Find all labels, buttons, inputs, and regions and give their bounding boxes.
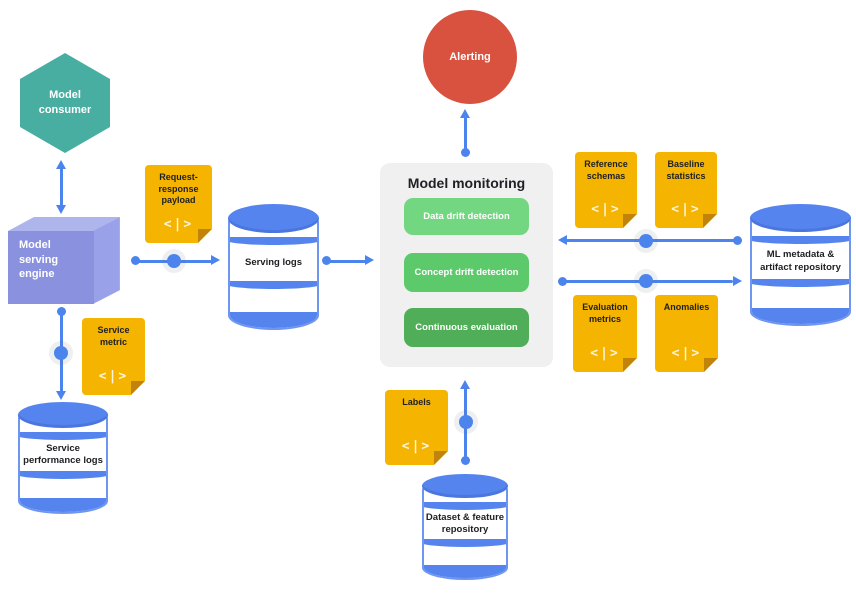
arrowhead-right-icon — [211, 255, 220, 265]
arrowhead-right-icon — [365, 255, 374, 265]
connector-dot — [733, 236, 742, 245]
connector-dot — [167, 254, 181, 268]
connector-dot — [131, 256, 140, 265]
artifact-label: Evaluation metrics — [582, 302, 628, 324]
connector-dot — [57, 307, 66, 316]
capability-concept-drift-detection: Concept drift detection — [404, 253, 529, 292]
model-monitoring-panel: Model monitoring Data drift detection Co… — [380, 163, 553, 367]
service-performance-logs-label: Service performance logs — [23, 442, 103, 467]
artifact-anomalies: Anomalies <|> — [655, 295, 718, 372]
artifact-label: Request-response payload — [158, 172, 199, 206]
db-cylinder-top — [228, 204, 319, 233]
connector-line — [60, 168, 63, 206]
note-fold-corner — [623, 358, 637, 372]
arrowhead-up-icon — [460, 109, 470, 118]
note-fold-corner — [704, 358, 718, 372]
artifact-baseline-statistics: Baseline statistics <|> — [655, 152, 717, 228]
connector-dot — [54, 346, 68, 360]
arrowhead-left-icon — [558, 235, 567, 245]
db-bottom-cap — [752, 308, 849, 325]
artifact-request-response-payload: Request-response payload <|> — [145, 165, 212, 243]
db-stripe — [230, 281, 317, 290]
code-icon: <|> — [671, 202, 701, 217]
artifact-label: Reference schemas — [584, 159, 628, 181]
connector-line — [327, 260, 366, 263]
arrowhead-down-icon — [56, 391, 66, 400]
artifact-label: Baseline statistics — [666, 159, 706, 181]
db-stripe — [424, 539, 506, 548]
db-ml-metadata-artifact-repository: ML metadata & artifact repository — [750, 204, 851, 326]
arrowhead-up-icon — [460, 380, 470, 389]
model-consumer-label: Model consumer — [38, 88, 92, 116]
connector-line — [464, 117, 467, 150]
db-bottom-cap — [20, 497, 106, 513]
db-stripe — [230, 237, 317, 246]
alerting-node: Alerting — [423, 10, 517, 104]
db-cylinder-top — [18, 402, 108, 428]
db-cylinder-top — [422, 474, 508, 499]
db-stripe — [424, 502, 506, 511]
capability-data-drift-detection: Data drift detection — [404, 198, 529, 235]
code-icon: <|> — [401, 439, 432, 454]
db-cylinder-body: ML metadata & artifact repository — [750, 217, 851, 326]
db-serving-logs: Serving logs — [228, 204, 319, 330]
db-dataset-feature-repository: Dataset & feature repository — [422, 474, 508, 580]
db-stripe — [20, 470, 106, 479]
serving-logs-label: Serving logs — [244, 257, 302, 269]
db-stripe — [752, 236, 849, 245]
model-consumer-node: Model consumer — [20, 53, 110, 153]
capability-continuous-evaluation: Continuous evaluation — [404, 308, 529, 347]
dataset-feature-repo-label: Dataset & feature repository — [425, 511, 505, 536]
arrowhead-right-icon — [733, 276, 742, 286]
db-service-performance-logs: Service performance logs — [18, 402, 108, 514]
db-cylinder-body: Dataset & feature repository — [422, 485, 508, 580]
note-fold-corner — [434, 451, 448, 465]
connector-dot — [558, 277, 567, 286]
artifact-service-metric: Service metric <|> — [82, 318, 145, 395]
connector-dot — [639, 274, 653, 288]
model-monitoring-title: Model monitoring — [407, 175, 526, 191]
cube-side-face — [93, 217, 120, 304]
artifact-evaluation-metrics: Evaluation metrics <|> — [573, 295, 637, 372]
artifact-label: Service metric — [97, 325, 130, 347]
arrowhead-up-icon — [56, 160, 66, 169]
connector-dot — [461, 456, 470, 465]
connector-dot — [322, 256, 331, 265]
db-cylinder-body: Serving logs — [228, 217, 319, 330]
alerting-label: Alerting — [449, 51, 491, 63]
connector-dot — [461, 148, 470, 157]
note-fold-corner — [703, 214, 717, 228]
code-icon: <|> — [671, 346, 702, 361]
code-icon: <|> — [591, 202, 621, 217]
artifact-labels: Labels <|> — [385, 390, 448, 465]
artifact-label: Anomalies — [663, 302, 710, 312]
model-serving-engine-label: Model serving engine — [19, 239, 59, 281]
ml-metadata-repo-label: ML metadata & artifact repository — [760, 249, 841, 273]
cube-front-face: Model serving engine — [8, 231, 94, 304]
db-cylinder-top — [750, 204, 851, 233]
arrowhead-down-icon — [56, 205, 66, 214]
artifact-label: Labels — [402, 397, 431, 407]
db-bottom-cap — [230, 311, 317, 328]
note-fold-corner — [131, 381, 145, 395]
connector-dot — [639, 234, 653, 248]
model-serving-engine-node: Model serving engine — [8, 217, 121, 304]
code-icon: <|> — [590, 346, 620, 361]
db-cylinder-body: Service performance logs — [18, 414, 108, 514]
note-fold-corner — [623, 214, 637, 228]
code-icon: <|> — [98, 369, 129, 384]
db-stripe — [752, 279, 849, 288]
db-bottom-cap — [424, 564, 506, 578]
cube-top-face — [8, 217, 120, 231]
note-fold-corner — [198, 229, 212, 243]
connector-dot — [459, 415, 473, 429]
code-icon: <|> — [163, 217, 194, 232]
db-stripe — [20, 431, 106, 440]
artifact-reference-schemas: Reference schemas <|> — [575, 152, 637, 228]
